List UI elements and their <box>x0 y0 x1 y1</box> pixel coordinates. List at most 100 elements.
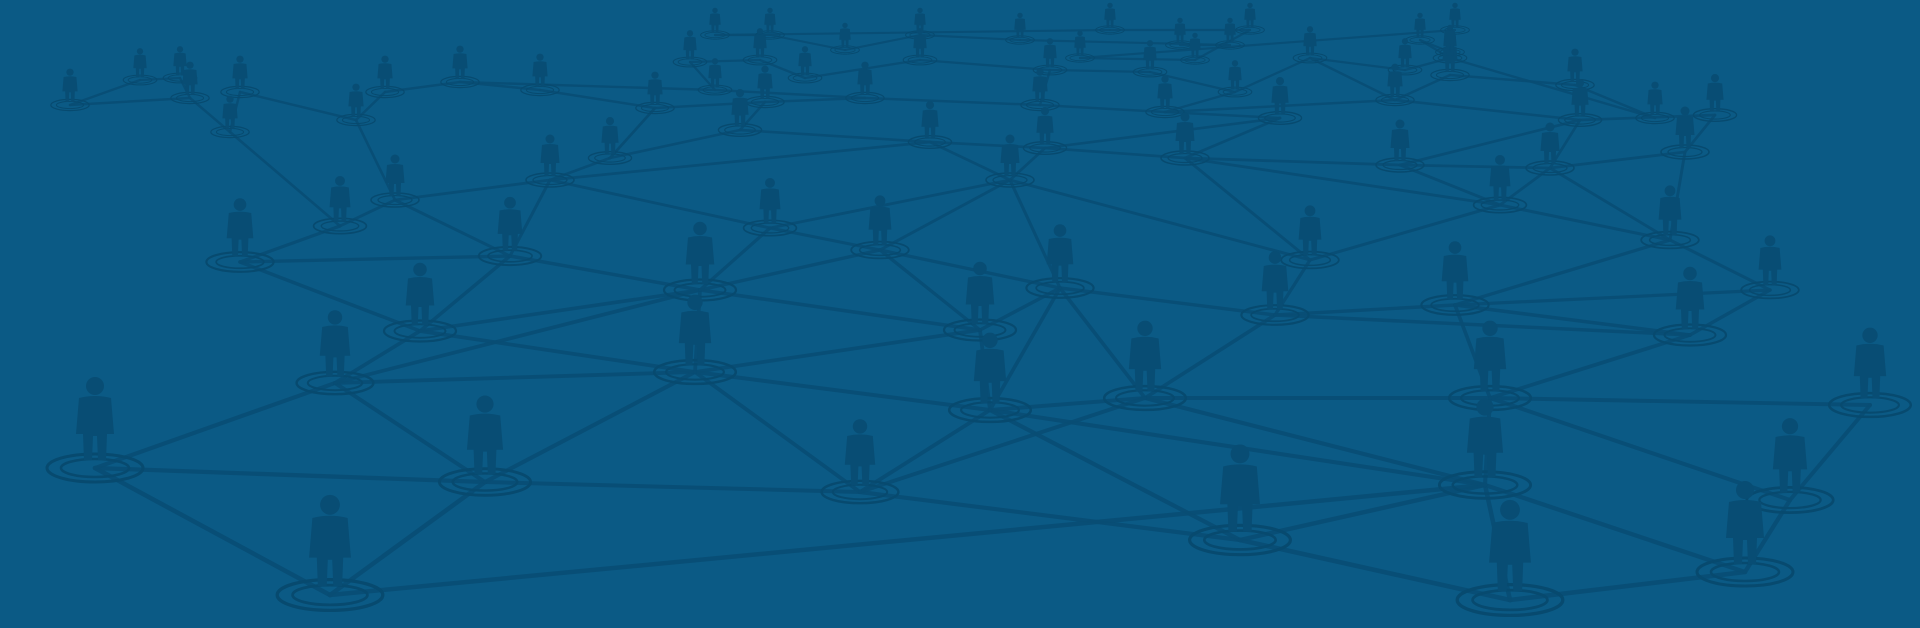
connection-line <box>508 254 702 292</box>
connection-line <box>1183 156 1312 262</box>
node-base-ring <box>1692 108 1738 122</box>
connection-line <box>608 106 657 160</box>
node-base-ring <box>942 318 1018 342</box>
connection-line <box>1398 163 1552 170</box>
person-icon <box>182 61 198 95</box>
connection-line <box>393 198 512 258</box>
person-icon <box>173 46 187 76</box>
connection-line <box>863 96 1042 107</box>
node-base-ring <box>635 101 675 115</box>
node-base-ring <box>365 85 405 99</box>
node-base-ring <box>672 56 708 68</box>
connection-line <box>327 482 1488 598</box>
connection-line <box>693 370 992 412</box>
person-icon <box>1444 24 1456 50</box>
person-icon <box>1046 224 1074 283</box>
node-base-ring <box>1557 113 1603 127</box>
person-icon <box>1261 251 1289 310</box>
person-icon <box>1489 499 1531 592</box>
person-icon <box>1658 185 1682 236</box>
node-base-ring <box>1430 68 1470 82</box>
connection-line <box>333 381 487 484</box>
connection-line <box>1273 313 1692 337</box>
connection-line <box>1008 178 1062 290</box>
connection-line <box>1498 203 1672 242</box>
node-base-ring <box>700 30 730 40</box>
connection-line <box>918 33 1022 42</box>
person-icon <box>309 494 351 587</box>
connection-line <box>878 248 982 332</box>
connection-line <box>713 28 1112 37</box>
connection-line <box>1482 482 1748 575</box>
person-icon <box>1174 17 1186 43</box>
node-base-ring <box>1280 250 1340 270</box>
connection-line <box>738 128 932 144</box>
connection-line <box>1548 150 1687 170</box>
node-base-ring <box>1660 144 1710 160</box>
node-base-ring <box>1420 294 1490 316</box>
connection-line <box>1148 70 1237 94</box>
node-base-ring <box>1240 304 1310 326</box>
connection-line <box>988 396 1147 412</box>
person-icon <box>647 71 663 105</box>
person-icon <box>532 53 548 87</box>
person-icon <box>731 89 749 127</box>
connection-line <box>1393 73 1452 102</box>
connection-line <box>1548 166 1672 242</box>
connection-line <box>354 118 397 202</box>
connection-line <box>1488 333 1692 400</box>
connection-line <box>1393 98 1582 122</box>
node-base-ring <box>1375 157 1425 173</box>
node-base-ring <box>1745 486 1835 514</box>
node-base-ring <box>1525 160 1575 176</box>
node-base-ring <box>1132 66 1168 78</box>
person-icon <box>1758 235 1782 286</box>
connection-line <box>1453 238 1672 307</box>
person-icon <box>1540 122 1560 164</box>
person-icon <box>1157 75 1173 109</box>
connection-line <box>548 178 772 230</box>
connection-line <box>1453 303 1692 337</box>
person-icon <box>844 419 876 486</box>
person-icon <box>1675 106 1695 148</box>
person-icon <box>222 95 238 129</box>
connection-line <box>1573 83 1657 120</box>
node-base-ring <box>652 358 738 386</box>
person-icon <box>1675 266 1705 329</box>
connection-line <box>138 76 182 82</box>
node-base-ring <box>1188 523 1292 557</box>
connection-line <box>458 80 717 92</box>
person-icon <box>1014 12 1026 38</box>
node-base-ring <box>205 251 275 273</box>
node-base-ring <box>1020 98 1060 112</box>
connection-line <box>68 96 192 107</box>
person-icon <box>1074 30 1086 56</box>
connection-line <box>354 90 387 122</box>
node-base-ring <box>1005 35 1035 45</box>
person-icon <box>1387 63 1403 97</box>
connection-line <box>1193 28 1252 62</box>
person-icon <box>764 7 776 33</box>
connection-line <box>878 178 1012 252</box>
person-icon <box>759 177 781 224</box>
person-icon <box>1244 2 1256 28</box>
connection-line <box>1233 56 1312 94</box>
person-icon <box>1449 2 1461 28</box>
node-base-ring <box>947 396 1033 424</box>
person-icon <box>1647 81 1663 115</box>
node-base-ring <box>1652 323 1728 347</box>
person-icon <box>678 294 712 366</box>
node-base-ring <box>50 98 90 112</box>
connection-line <box>987 407 1243 543</box>
connection-line <box>327 479 488 598</box>
person-icon <box>1228 60 1242 90</box>
person-icon <box>1036 107 1054 145</box>
node-base-ring <box>1065 53 1095 63</box>
person-icon <box>1271 77 1289 115</box>
person-icon <box>1567 48 1583 82</box>
person-icon <box>1398 38 1412 68</box>
node-base-ring <box>742 219 798 237</box>
person-icon <box>857 61 873 95</box>
connection-line <box>418 329 697 374</box>
